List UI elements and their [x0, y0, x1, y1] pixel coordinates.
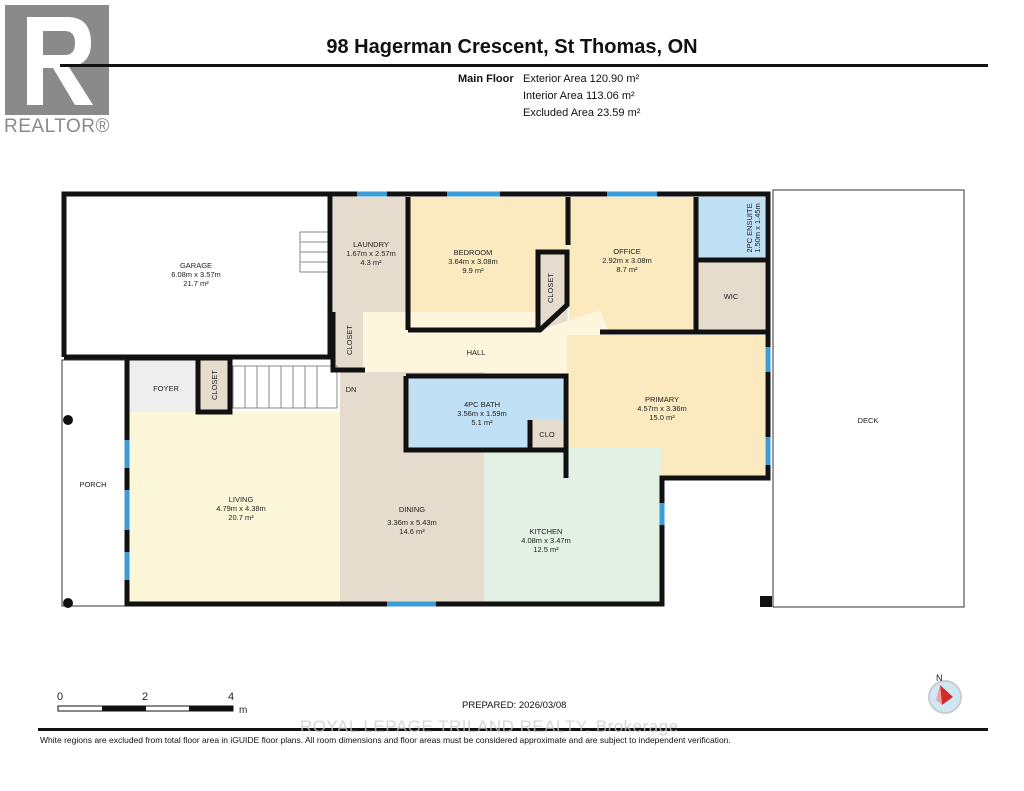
ensuite-dims: 1.50m x 1.45m: [753, 203, 762, 253]
garage-area-text: 21.7 m²: [183, 279, 209, 288]
kitchen-dims: 4.08m x 3.47m: [521, 536, 571, 545]
bath-area-text: 5.1 m²: [471, 418, 493, 427]
dining-dims: 3.36m x 5.43m: [387, 518, 437, 527]
foyer-area: [127, 358, 200, 412]
primary-area: [567, 335, 765, 485]
hall-closet-area: [335, 312, 363, 370]
garage-label: GARAGE: [180, 261, 212, 270]
wic-area: [698, 262, 765, 330]
footer-divider: [38, 728, 988, 731]
bath-dims: 3.56m x 1.59m: [457, 409, 507, 418]
north-label: N: [936, 673, 943, 683]
primary-area-text: 15.0 m²: [649, 413, 675, 422]
ensuite-area: [698, 197, 765, 258]
hall-area: [363, 310, 610, 375]
clo-area: [531, 420, 563, 448]
disclaimer: White regions are excluded from total fl…: [40, 735, 731, 745]
ensuite-label: 2PC ENSUITE: [745, 203, 754, 252]
bedroom-label: BEDROOM: [454, 248, 493, 257]
stairs-down-label: DN: [346, 385, 357, 394]
bedroom-closet-label: CLOSET: [546, 273, 555, 303]
laundry-area-text: 4.3 m²: [360, 258, 382, 267]
office-label: OFFICE: [613, 247, 641, 256]
scale-bar: 0 2 4 m: [57, 691, 247, 716]
wic-label: WIC: [724, 292, 739, 301]
stairs: [232, 231, 338, 409]
porch-area: [61, 359, 128, 607]
primary-label: PRIMARY: [645, 395, 679, 404]
laundry-dims: 1.67m x 2.57m: [346, 249, 396, 258]
laundry-area: [333, 197, 409, 312]
page-title: 98 Hagerman Crescent, St Thomas, ON: [326, 36, 698, 58]
kitchen-area: [484, 448, 662, 602]
clo-label: CLO: [539, 430, 555, 439]
foyer-closet-area: [200, 358, 230, 410]
title-divider: [60, 64, 988, 67]
office-area-text: 8.7 m²: [616, 265, 638, 274]
scale-tick-2: 2: [142, 691, 148, 703]
living-area-text: 20.7 m²: [228, 513, 254, 522]
garage-dims: 6.08m x 3.57m: [171, 270, 221, 279]
foyer-closet-label: CLOSET: [210, 370, 219, 400]
garage-area: [62, 192, 332, 357]
bedroom-dims: 3.64m x 3.08m: [448, 257, 498, 266]
floor-name: Main Floor: [458, 73, 514, 85]
scale-tick-0: 0: [57, 691, 63, 703]
kitchen-area-text: 12.5 m²: [533, 545, 559, 554]
interior-area: Interior Area 113.06 m²: [523, 90, 635, 102]
windows: [124, 191, 771, 607]
primary-dims: 4.57m x 3.36m: [637, 404, 687, 413]
dining-label: DINING: [399, 505, 425, 514]
office-area: [569, 197, 697, 330]
realtor-r-icon: [27, 17, 93, 105]
bath-label: 4PC BATH: [464, 400, 500, 409]
living-label: LIVING: [229, 495, 254, 504]
bedroom-area-text: 9.9 m²: [462, 266, 484, 275]
deck-area: [772, 189, 965, 608]
prepared-date: PREPARED: 2026/03/08: [462, 700, 567, 711]
laundry-label: LAUNDRY: [353, 240, 389, 249]
foyer-label: FOYER: [153, 384, 179, 393]
excluded-area: Excluded Area 23.59 m²: [523, 107, 641, 119]
dining-area-text: 14.6 m²: [399, 527, 425, 536]
scale-tick-4: 4: [228, 691, 234, 703]
deck-label: DECK: [858, 416, 879, 425]
scale-unit: m: [239, 705, 247, 716]
kitchen-label: KITCHEN: [530, 527, 563, 536]
hall-closet-label: CLOSET: [345, 325, 354, 355]
realtor-logo-text: REALTOR®: [4, 116, 110, 137]
exterior-area: Exterior Area 120.90 m²: [523, 73, 640, 85]
office-dims: 2.92m x 3.08m: [602, 256, 652, 265]
living-dims: 4.79m x 4.38m: [216, 504, 266, 513]
realtor-logo: [5, 5, 109, 115]
brokerage-watermark: ROYAL LEPAGE TRILAND REALTY, Brokerage: [300, 717, 679, 736]
north-arrow-icon: N: [928, 673, 962, 714]
hall-label: HALL: [467, 348, 486, 357]
living-area: [127, 412, 340, 602]
porch-label: PORCH: [79, 480, 106, 489]
